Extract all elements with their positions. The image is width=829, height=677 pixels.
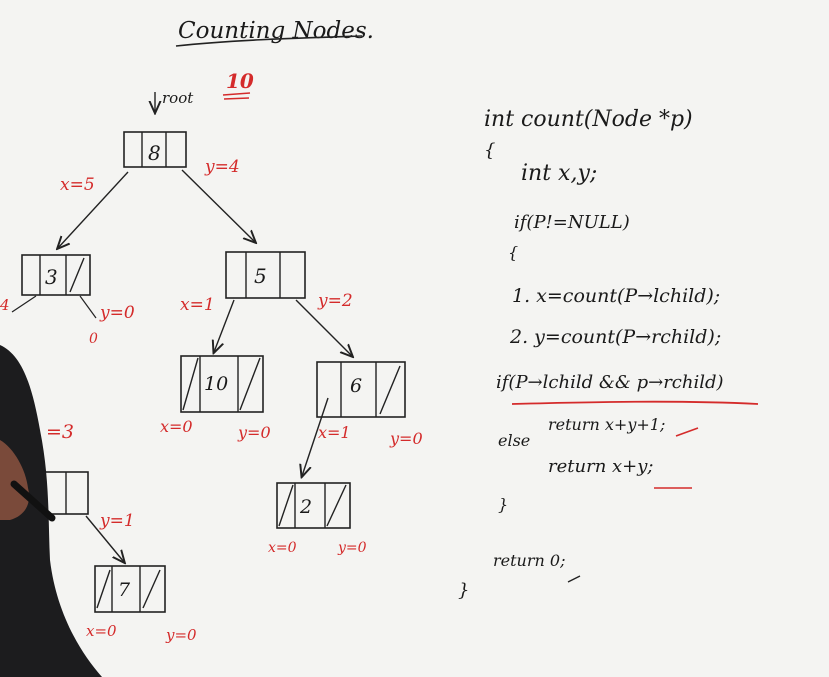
count-result-underline	[222, 92, 251, 100]
partial-label-y: y=1	[99, 511, 135, 531]
title-underline	[175, 35, 363, 47]
edge-5-10	[214, 299, 235, 352]
code-line-9: return x+y+1;	[548, 415, 665, 434]
presenter-silhouette	[0, 345, 102, 677]
node-key: 3	[45, 265, 58, 289]
partial-label-left: 4	[0, 296, 10, 314]
edge-label-y: y=2	[317, 291, 353, 311]
edge-label-y: y=0	[237, 423, 271, 442]
edge-6-2	[302, 397, 329, 476]
code-block: int count(Node *p) { int x,y; if(P!=NULL…	[458, 107, 724, 601]
null-return-label: 0	[89, 331, 98, 347]
plus-one-underline	[675, 427, 699, 437]
edge-3-left	[11, 295, 37, 313]
node-key: 7	[118, 579, 131, 601]
condition-underline	[511, 400, 759, 405]
edge-label-x: x=5	[60, 175, 95, 195]
code-line-8: if(P→lchild && p→rchild)	[496, 372, 724, 393]
partial-label-x: =3	[46, 421, 74, 443]
node-key: 8	[148, 141, 161, 165]
root-label: root	[162, 89, 194, 107]
tree-node-10: 10	[180, 355, 264, 413]
edge-label-y: y=0	[389, 429, 423, 448]
node-key: 6	[350, 375, 362, 397]
tree-node-6: 6	[316, 361, 406, 418]
tree-node-3: 3	[21, 254, 91, 296]
tree-node-8: 8	[123, 131, 187, 168]
edge-label-y: y=0	[99, 303, 135, 323]
code-line-7: 2. y=count(P→rchild);	[509, 326, 721, 348]
presenter-hand	[0, 440, 30, 520]
presenter-marker	[10, 480, 56, 522]
node-key: 5	[254, 264, 267, 288]
tree-node-2: 2	[276, 482, 351, 529]
code-line-13: return 0;	[493, 551, 565, 570]
edge-partial-7	[85, 515, 124, 562]
edge-8-3	[58, 171, 129, 248]
edge-label-y: y=0	[165, 626, 197, 644]
node-key: 10	[204, 373, 228, 395]
code-line-12: }	[498, 495, 508, 514]
edge-3-right	[79, 295, 97, 319]
code-line-3: int x,y;	[521, 161, 597, 186]
code-line-5: {	[508, 243, 518, 262]
code-line-14: }	[458, 580, 469, 601]
edge-5-6	[295, 299, 352, 356]
code-line-6: 1. x=count(P→lchild);	[512, 285, 720, 307]
code-line-10: else	[498, 431, 530, 450]
edge-label-x: x=0	[160, 417, 193, 436]
edge-label-y: y=4	[204, 157, 240, 177]
edge-label-x: x=0	[86, 622, 117, 640]
edge-label-x: x=1	[318, 423, 351, 442]
tree-node-5: 5	[225, 251, 306, 299]
edge-label-x: x=0	[268, 540, 297, 556]
edge-label-y: y=0	[337, 540, 367, 556]
return0-tick	[567, 575, 581, 583]
code-line-4: if(P!=NULL)	[514, 212, 630, 233]
code-line-1: int count(Node *p)	[484, 107, 693, 132]
count-result: 10	[226, 69, 254, 93]
edge-label-x: x=1	[180, 295, 215, 315]
tree-node-7: 7	[94, 565, 166, 613]
code-line-11: return x+y;	[548, 456, 653, 477]
code-line-2: {	[484, 140, 495, 161]
page-title: Counting Nodes.	[178, 18, 374, 44]
node-key: 2	[299, 496, 312, 518]
edge-8-5	[181, 169, 255, 242]
